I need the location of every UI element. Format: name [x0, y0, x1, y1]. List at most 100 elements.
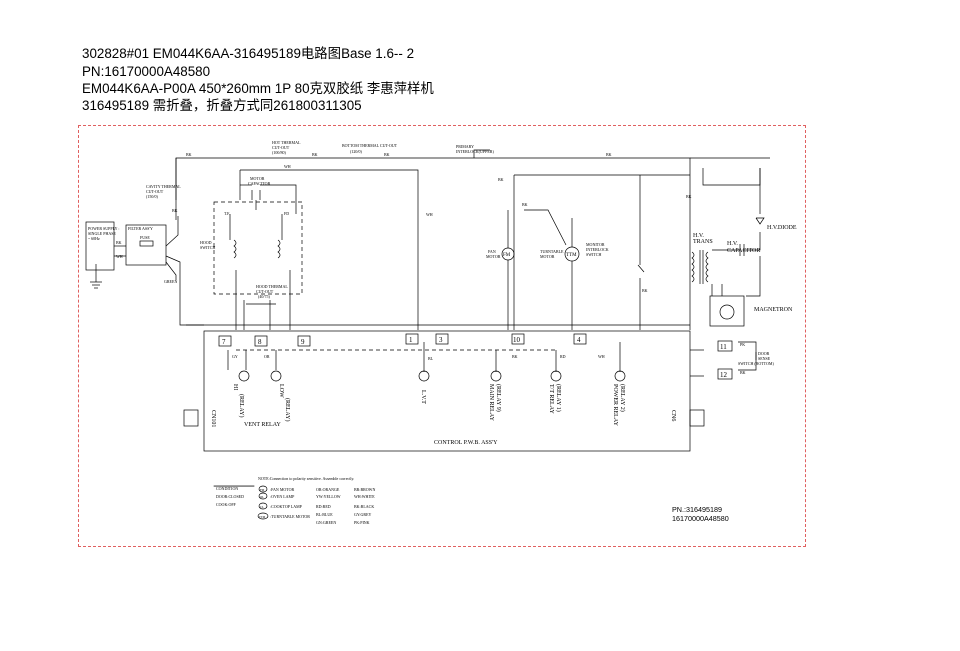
svg-text:BL: BL	[428, 356, 434, 361]
svg-text:T.F.: T.F.	[224, 211, 230, 216]
svg-text:OR: OR	[264, 354, 270, 359]
svg-text:WH: WH	[284, 164, 291, 169]
svg-text:BK: BK	[384, 152, 390, 157]
hv-transformer-coil	[691, 251, 695, 283]
legend-item-fm: :FAN MOTOR	[270, 487, 295, 492]
svg-text:SINGLE PHASE: SINGLE PHASE	[88, 231, 116, 236]
svg-text:BK: BK	[312, 152, 318, 157]
svg-text:FM: FM	[503, 253, 511, 258]
legend-item-ttm: :TURNTABLE MOTOR	[270, 514, 310, 519]
svg-text:POWER RELAY: POWER RELAY	[612, 384, 618, 427]
svg-text:(100/80): (100/80)	[272, 150, 286, 155]
svg-text:WH: WH	[598, 354, 605, 359]
svg-text:WH:WHITE: WH:WHITE	[354, 494, 375, 499]
header-line-1: 302828#01 EM044K6AA-316495189电路图Base 1.6…	[82, 46, 415, 61]
svg-text:BR:BROWN: BR:BROWN	[354, 487, 375, 492]
svg-text:BK: BK	[116, 240, 122, 245]
vent-relay-label: VENT RELAY	[244, 422, 282, 428]
svg-text:BK: BK	[686, 194, 692, 199]
svg-text:CAPACITOR: CAPACITOR	[727, 248, 760, 254]
svg-text:SWITCH (BOTTOM): SWITCH (BOTTOM)	[738, 361, 774, 366]
svg-text:TTM: TTM	[259, 515, 266, 519]
svg-text:MAIN RELAY: MAIN RELAY	[488, 384, 494, 422]
hv-trans-label: H.V.	[693, 233, 704, 239]
svg-text:BL:BLUE: BL:BLUE	[316, 512, 333, 517]
svg-text:LOW: LOW	[278, 384, 284, 398]
svg-text:CN101: CN101	[210, 410, 216, 427]
header-line-4: 316495189 需折叠，折叠方式同261800311305	[82, 98, 362, 113]
svg-text:YW:YELLOW: YW:YELLOW	[316, 494, 341, 499]
fan-motor-label: FAN	[488, 249, 496, 254]
hood-thermal-label: HOOD THERMAL	[256, 284, 288, 289]
svg-text:9: 9	[301, 338, 305, 346]
svg-text:BK: BK	[642, 288, 648, 293]
svg-text:~ 60Hz: ~ 60Hz	[88, 236, 100, 241]
svg-text:FM: FM	[260, 488, 265, 492]
ground-label: GREEN	[164, 279, 177, 284]
svg-text:(RELAY 1): (RELAY 1)	[555, 384, 562, 412]
primary-interlock-label: PRIMARY	[456, 144, 474, 149]
svg-text:BK: BK	[522, 202, 528, 207]
svg-text:MOTOR: MOTOR	[540, 254, 555, 259]
legend-item-ol: :OVEN LAMP	[270, 494, 295, 499]
cn101-connector	[183, 409, 199, 427]
svg-text:MOTOR: MOTOR	[486, 254, 501, 259]
svg-text:CL: CL	[260, 505, 264, 509]
svg-text:TRANS: TRANS	[693, 239, 713, 245]
svg-text:FD: FD	[284, 211, 289, 216]
cn6-connector	[689, 409, 705, 427]
power-supply-label: POWER SUPPLY :	[88, 226, 119, 231]
bottom-thermal-label: BOTTOM THERMAL CUT-OUT	[342, 143, 398, 148]
svg-text:10: 10	[513, 336, 521, 344]
svg-text:8: 8	[258, 338, 262, 346]
svg-text:CUT-OUT: CUT-OUT	[256, 289, 274, 294]
svg-text:BK:BLACK: BK:BLACK	[354, 504, 374, 509]
svg-text:INTERLOCK: INTERLOCK	[586, 247, 609, 252]
legend: NOTE:Connection to polarity sensitive. A…	[216, 476, 375, 525]
svg-text:BK: BK	[512, 354, 518, 359]
hv-capacitor-label: H.V.	[727, 241, 738, 247]
svg-text:BK: BK	[740, 370, 746, 375]
svg-text:GN:GREEN: GN:GREEN	[316, 520, 336, 525]
cavity-thermal-label: CAVITY THERMAL	[146, 184, 181, 189]
door-sense-label: DOOR	[758, 351, 770, 356]
svg-text:GY:GREY: GY:GREY	[354, 512, 372, 517]
magnetron-symbol	[719, 304, 735, 320]
wires	[85, 149, 770, 520]
svg-text:7: 7	[222, 338, 226, 346]
svg-text:3: 3	[439, 336, 443, 344]
svg-text:11: 11	[720, 343, 727, 351]
legend-item-cl: :COOKTOP LAMP	[270, 504, 303, 509]
medium-labels: H.V. TRANS H.V. CAPACITOR H.V.DIODE MAGN…	[244, 225, 797, 446]
svg-text:RD: RD	[560, 354, 566, 359]
hood-switch-label: HOOD	[200, 240, 212, 245]
svg-text:DOOR:CLOSED: DOOR:CLOSED	[216, 494, 244, 499]
turntable-motor-label: TURNTABLE	[540, 249, 564, 254]
svg-text:BK: BK	[606, 152, 612, 157]
svg-text:BK: BK	[186, 152, 192, 157]
svg-text:SWITCH: SWITCH	[200, 245, 215, 250]
wire-color-labels: BK BK BK BK WH BK BK BK BK WH BK WH BK G…	[116, 152, 746, 375]
hot-thermal-label: HOT THERMAL	[272, 140, 301, 145]
svg-text:SENSE: SENSE	[758, 356, 771, 361]
svg-text:BK: BK	[498, 177, 504, 182]
control-pwb-label: CONTROL P.W.B. ASS'Y	[434, 440, 498, 446]
diagram-frame	[78, 125, 806, 547]
motor-capacitor-label: MOTOR	[250, 176, 265, 181]
svg-text:CUT-OUT: CUT-OUT	[146, 189, 164, 194]
control-pwb-box	[203, 330, 691, 452]
svg-text:RD:RED: RD:RED	[316, 504, 331, 509]
fuse-label: FUSE	[140, 235, 150, 240]
trans-top-wire	[702, 168, 761, 186]
svg-text:(RELAY): (RELAY)	[238, 394, 245, 417]
svg-text:CN6: CN6	[670, 410, 676, 421]
svg-text:(RELAY 9): (RELAY 9)	[495, 384, 502, 412]
svg-text:SWITCH: SWITCH	[586, 252, 601, 257]
footer-pn: PN.:316495189	[672, 505, 722, 514]
svg-text:(RELAY): (RELAY)	[284, 398, 291, 421]
svg-text:(150/0): (150/0)	[146, 194, 158, 199]
monitor-switch-label: MONITOR	[586, 242, 605, 247]
svg-text:OL: OL	[260, 495, 264, 499]
svg-text:GY: GY	[232, 354, 238, 359]
second-bus-wire	[240, 169, 419, 330]
